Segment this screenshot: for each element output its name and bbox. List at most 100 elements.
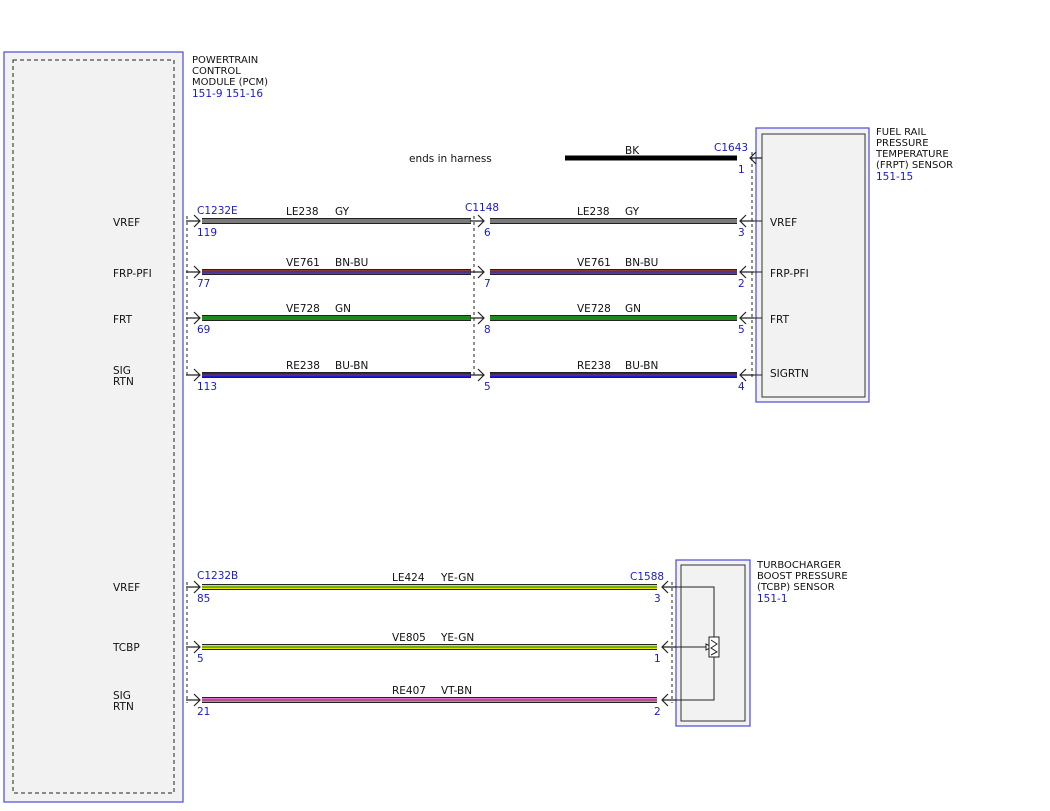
pcm-pin-number: 69: [197, 324, 210, 336]
mid-pin-number: 7: [484, 278, 491, 290]
pcm-terminal-arrow: [186, 311, 201, 325]
mid-connector-arrow: [470, 214, 485, 228]
pcm-pin-number: 77: [197, 278, 210, 290]
bk-wire-color-code: BK: [625, 145, 640, 157]
sensor-pin-number: 2: [738, 278, 745, 290]
circuit-label-right: LE238: [577, 206, 610, 218]
sensor-terminal-arrow: [739, 368, 754, 382]
mid-pin-number: 5: [484, 381, 491, 393]
color-code-label: BN-BU: [335, 257, 368, 269]
mid-connector-arrow: [470, 368, 485, 382]
frpt-sensor: FUEL RAIL PRESSURE TEMPERATURE (FRPT) SE…: [755, 127, 953, 403]
pcm-pin-vref: VREF: [113, 217, 140, 229]
mid-pin-number: 6: [484, 227, 491, 239]
sensor-pin-number: 3: [738, 227, 745, 239]
sensor-terminal-arrow: [661, 580, 676, 594]
frpt-refs[interactable]: 151-15: [876, 171, 913, 183]
sensor-terminal-arrow: [739, 311, 754, 325]
pcm-refs[interactable]: 151-9 151-16: [192, 88, 263, 100]
sensor-terminal-arrow: [661, 693, 676, 707]
pcm-pin-number: 119: [197, 227, 217, 239]
pcm-terminal-arrow: [186, 214, 201, 228]
harness-note: ends in harness: [409, 153, 492, 165]
frpt-pin-vref: VREF: [770, 217, 797, 229]
sensor-terminal-arrow: [661, 640, 676, 654]
wire-le238: LE238 GY LE238 GY 119 6 3: [186, 206, 762, 239]
wire-ve805: VE805 YE-GN 5 1: [186, 632, 676, 665]
pcm-terminal-arrow: [186, 368, 201, 382]
frpt-pin-frp-pfi: FRP-PFI: [770, 268, 809, 280]
color-code-label-right: GY: [625, 206, 640, 218]
connector-c1232b[interactable]: C1232B: [197, 570, 238, 582]
sensor-pin-number: 1: [654, 653, 661, 665]
sensor-terminal-arrow: [739, 265, 754, 279]
pcm-terminal-arrow: [186, 265, 201, 279]
connector-c1232e[interactable]: C1232E: [197, 205, 238, 217]
frpt-pin-sigrtn: SIGRTN: [770, 368, 809, 380]
pcm-terminal-arrow: [186, 580, 201, 594]
tcbp-sensor: TURBOCHARGER BOOST PRESSURE (TCBP) SENSO…: [674, 559, 848, 727]
pcm-pin-frt: FRT: [113, 314, 133, 326]
sensor-pin-number: 5: [738, 324, 745, 336]
bk-wire-pin: 1: [738, 164, 745, 176]
pcm-pin-number: 113: [197, 381, 217, 393]
circuit-label: VE805: [392, 632, 426, 644]
mid-connector-arrow: [470, 311, 485, 325]
pcm-pin-rtn: RTN: [113, 376, 134, 388]
mid-connector-arrow: [470, 265, 485, 279]
pcm-terminal-arrow: [186, 640, 201, 654]
circuit-label: LE238: [286, 206, 319, 218]
circuit-label-right: VE728: [577, 303, 611, 315]
pcm-title-line-1: POWERTRAIN: [192, 55, 258, 66]
color-code-label: YE-GN: [440, 572, 474, 584]
pcm-pin-frp-pfi: FRP-PFI: [113, 268, 152, 280]
circuit-label: RE407: [392, 685, 426, 697]
connector-c1643[interactable]: C1643: [714, 142, 748, 154]
sensor-pin-number: 3: [654, 593, 661, 605]
pcm-pin-rtn-2: RTN: [113, 701, 134, 713]
frpt-title-line-4: (FRPT) SENSOR: [876, 160, 953, 171]
sensor-pin-number: 4: [738, 381, 745, 393]
tcbp-refs[interactable]: 151-1: [757, 593, 788, 605]
tcbp-title-line-1: TURBOCHARGER: [756, 560, 841, 571]
circuit-label-right: VE761: [577, 257, 611, 269]
circuit-label: RE238: [286, 360, 320, 372]
circuit-label: LE424: [392, 572, 425, 584]
pcm-title-line-3: MODULE (PCM): [192, 77, 268, 88]
tcbp-title-line-3: (TCBP) SENSOR: [757, 582, 835, 593]
pcm-module: POWERTRAIN CONTROL MODULE (PCM) 151-9 15…: [3, 51, 268, 803]
frpt-title-line-2: PRESSURE: [876, 138, 929, 149]
pcm-pin-sig: SIG: [113, 365, 131, 377]
circuit-label: VE728: [286, 303, 320, 315]
pcm-terminal-arrow: [186, 693, 201, 707]
color-code-label: GN: [335, 303, 351, 315]
pcm-pin-number: 5: [197, 653, 204, 665]
connector-c1588[interactable]: C1588: [630, 571, 664, 583]
pcm-pin-number: 85: [197, 593, 210, 605]
tcbp-internal-circuit: [674, 586, 720, 701]
sensor-terminal-arrow: [739, 214, 754, 228]
tcbp-title-line-2: BOOST PRESSURE: [757, 571, 848, 582]
mid-pin-number: 8: [484, 324, 491, 336]
pcm-pin-sig-2: SIG: [113, 690, 131, 702]
color-code-label-right: BU-BN: [625, 360, 658, 372]
pcm-title-line-2: CONTROL: [192, 66, 241, 77]
wire-ve728: VE728 GN VE728 GN 69 8 5: [186, 303, 762, 336]
bk-wire: ends in harness BK 1: [409, 145, 762, 176]
color-code-label: VT-BN: [441, 685, 472, 697]
color-code-label-right: GN: [625, 303, 641, 315]
pcm-pin-tcbp: TCBP: [112, 642, 140, 654]
sensor-pin-number: 2: [654, 706, 661, 718]
connector-c1148[interactable]: C1148: [465, 202, 499, 214]
color-code-label: YE-GN: [440, 632, 474, 644]
frpt-title-line-3: TEMPERATURE: [875, 149, 949, 160]
pcm-pin-vref-2: VREF: [113, 582, 140, 594]
frpt-title-line-1: FUEL RAIL: [876, 127, 926, 138]
color-code-label: BU-BN: [335, 360, 368, 372]
connector-dashes: [186, 152, 753, 703]
color-code-label: GY: [335, 206, 350, 218]
